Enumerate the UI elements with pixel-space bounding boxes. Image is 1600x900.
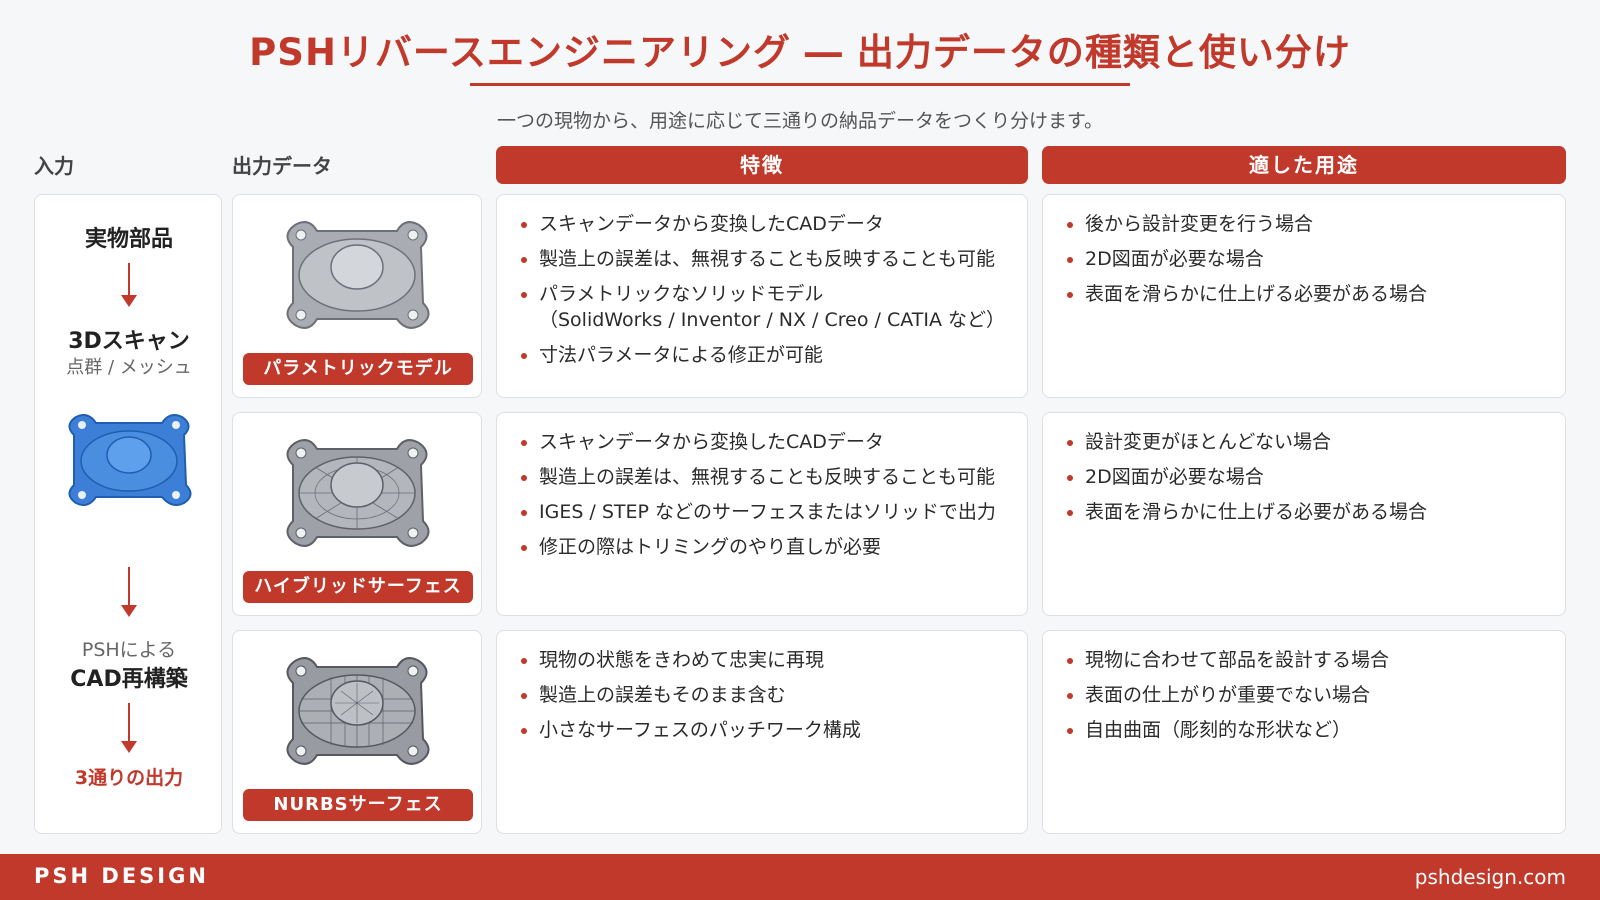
column-label-output: 出力データ (232, 154, 332, 178)
use-item: 設計変更がほとんどない場合 (1063, 429, 1551, 455)
feature-item-text: パラメトリックなソリッドモデル (539, 283, 824, 305)
flow-result: 3通りの出力 (74, 767, 184, 789)
uses-card-nurbs: 現物に合わせて部品を設計する場合 表面の仕上がりが重要でない場合 自由曲面（彫刻… (1042, 630, 1566, 834)
flow-step-3d-scan-sub: 点群 / メッシュ (66, 357, 192, 378)
column-header-features: 特徴 (496, 146, 1028, 184)
model-name-badge: ハイブリッドサーフェス (243, 571, 473, 603)
scan-mesh-image (68, 414, 192, 506)
feature-item: 小さなサーフェスのパッチワーク構成 (517, 717, 1013, 743)
features-card-hybrid: スキャンデータから変換したCADデータ 製造上の誤差は、無視することも反映するこ… (496, 412, 1028, 616)
title-underline (470, 83, 1130, 86)
page-subtitle: 一つの現物から、用途に応じて三通りの納品データをつくり分けます。 (496, 110, 1104, 132)
model-card-nurbs: NURBSサーフェス (232, 630, 482, 834)
nurbs-surface-image (286, 657, 430, 765)
flow-step-psh-by: PSHによる (81, 639, 177, 661)
flow-arrow-icon (121, 567, 137, 617)
flow-arrow-icon (121, 703, 137, 753)
footer-brand: PSH DESIGN (34, 864, 209, 888)
hybrid-surface-image (286, 439, 430, 547)
uses-card-hybrid: 設計変更がほとんどない場合 2D図面が必要な場合 表面を滑らかに仕上げる必要があ… (1042, 412, 1566, 616)
feature-item: 現物の状態をきわめて忠実に再現 (517, 647, 1013, 673)
flow-step-cad-rebuild: CAD再構築 (70, 667, 188, 692)
flow-arrow-icon (121, 263, 137, 307)
feature-item: スキャンデータから変換したCADデータ (517, 211, 1013, 237)
model-name-badge: パラメトリックモデル (243, 353, 473, 385)
model-card-parametric: パラメトリックモデル (232, 194, 482, 398)
feature-item: スキャンデータから変換したCADデータ (517, 429, 1013, 455)
feature-item: IGES / STEP などのサーフェスまたはソリッドで出力 (517, 499, 1013, 525)
features-card-nurbs: 現物の状態をきわめて忠実に再現 製造上の誤差もそのまま含む 小さなサーフェスのパ… (496, 630, 1028, 834)
parametric-model-image (286, 221, 430, 329)
features-card-parametric: スキャンデータから変換したCADデータ 製造上の誤差は、無視することも反映するこ… (496, 194, 1028, 398)
feature-item-continuation: （SolidWorks / Inventor / NX / Creo / CAT… (539, 309, 1005, 331)
column-label-input: 入力 (34, 154, 74, 178)
feature-item: 製造上の誤差は、無視することも反映することも可能 (517, 464, 1013, 490)
feature-item: 寸法パラメータによる修正が可能 (517, 342, 1013, 368)
use-item: 現物に合わせて部品を設計する場合 (1063, 647, 1551, 673)
use-item: 2D図面が必要な場合 (1063, 464, 1551, 490)
column-header-uses: 適した用途 (1042, 146, 1566, 184)
use-item: 表面を滑らかに仕上げる必要がある場合 (1063, 499, 1551, 525)
uses-card-parametric: 後から設計変更を行う場合 2D図面が必要な場合 表面を滑らかに仕上げる必要がある… (1042, 194, 1566, 398)
flow-step-physical-part: 実物部品 (84, 227, 173, 252)
model-card-hybrid: ハイブリッドサーフェス (232, 412, 482, 616)
flow-step-3d-scan: 3Dスキャン (68, 329, 190, 354)
model-name-badge: NURBSサーフェス (243, 789, 473, 821)
feature-item: 修正の際はトリミングのやり直しが必要 (517, 534, 1013, 560)
use-item: 2D図面が必要な場合 (1063, 246, 1551, 272)
input-flow-panel: 実物部品 3Dスキャン 点群 / メッシュ PSHによる CAD再構築 3通りの… (34, 194, 222, 834)
footer-website-link[interactable]: pshdesign.com (1414, 865, 1566, 889)
feature-item: 製造上の誤差もそのまま含む (517, 682, 1013, 708)
feature-item: パラメトリックなソリッドモデル （SolidWorks / Inventor / … (517, 281, 1013, 333)
use-item: 自由曲面（彫刻的な形状など） (1063, 717, 1551, 743)
feature-item: 製造上の誤差は、無視することも反映することも可能 (517, 246, 1013, 272)
use-item: 後から設計変更を行う場合 (1063, 211, 1551, 237)
footer-bar: PSH DESIGN pshdesign.com (0, 854, 1600, 900)
use-item: 表面を滑らかに仕上げる必要がある場合 (1063, 281, 1551, 307)
page-title: PSHリバースエンジニアリング ― 出力データの種類と使い分け (249, 31, 1351, 74)
use-item: 表面の仕上がりが重要でない場合 (1063, 682, 1551, 708)
